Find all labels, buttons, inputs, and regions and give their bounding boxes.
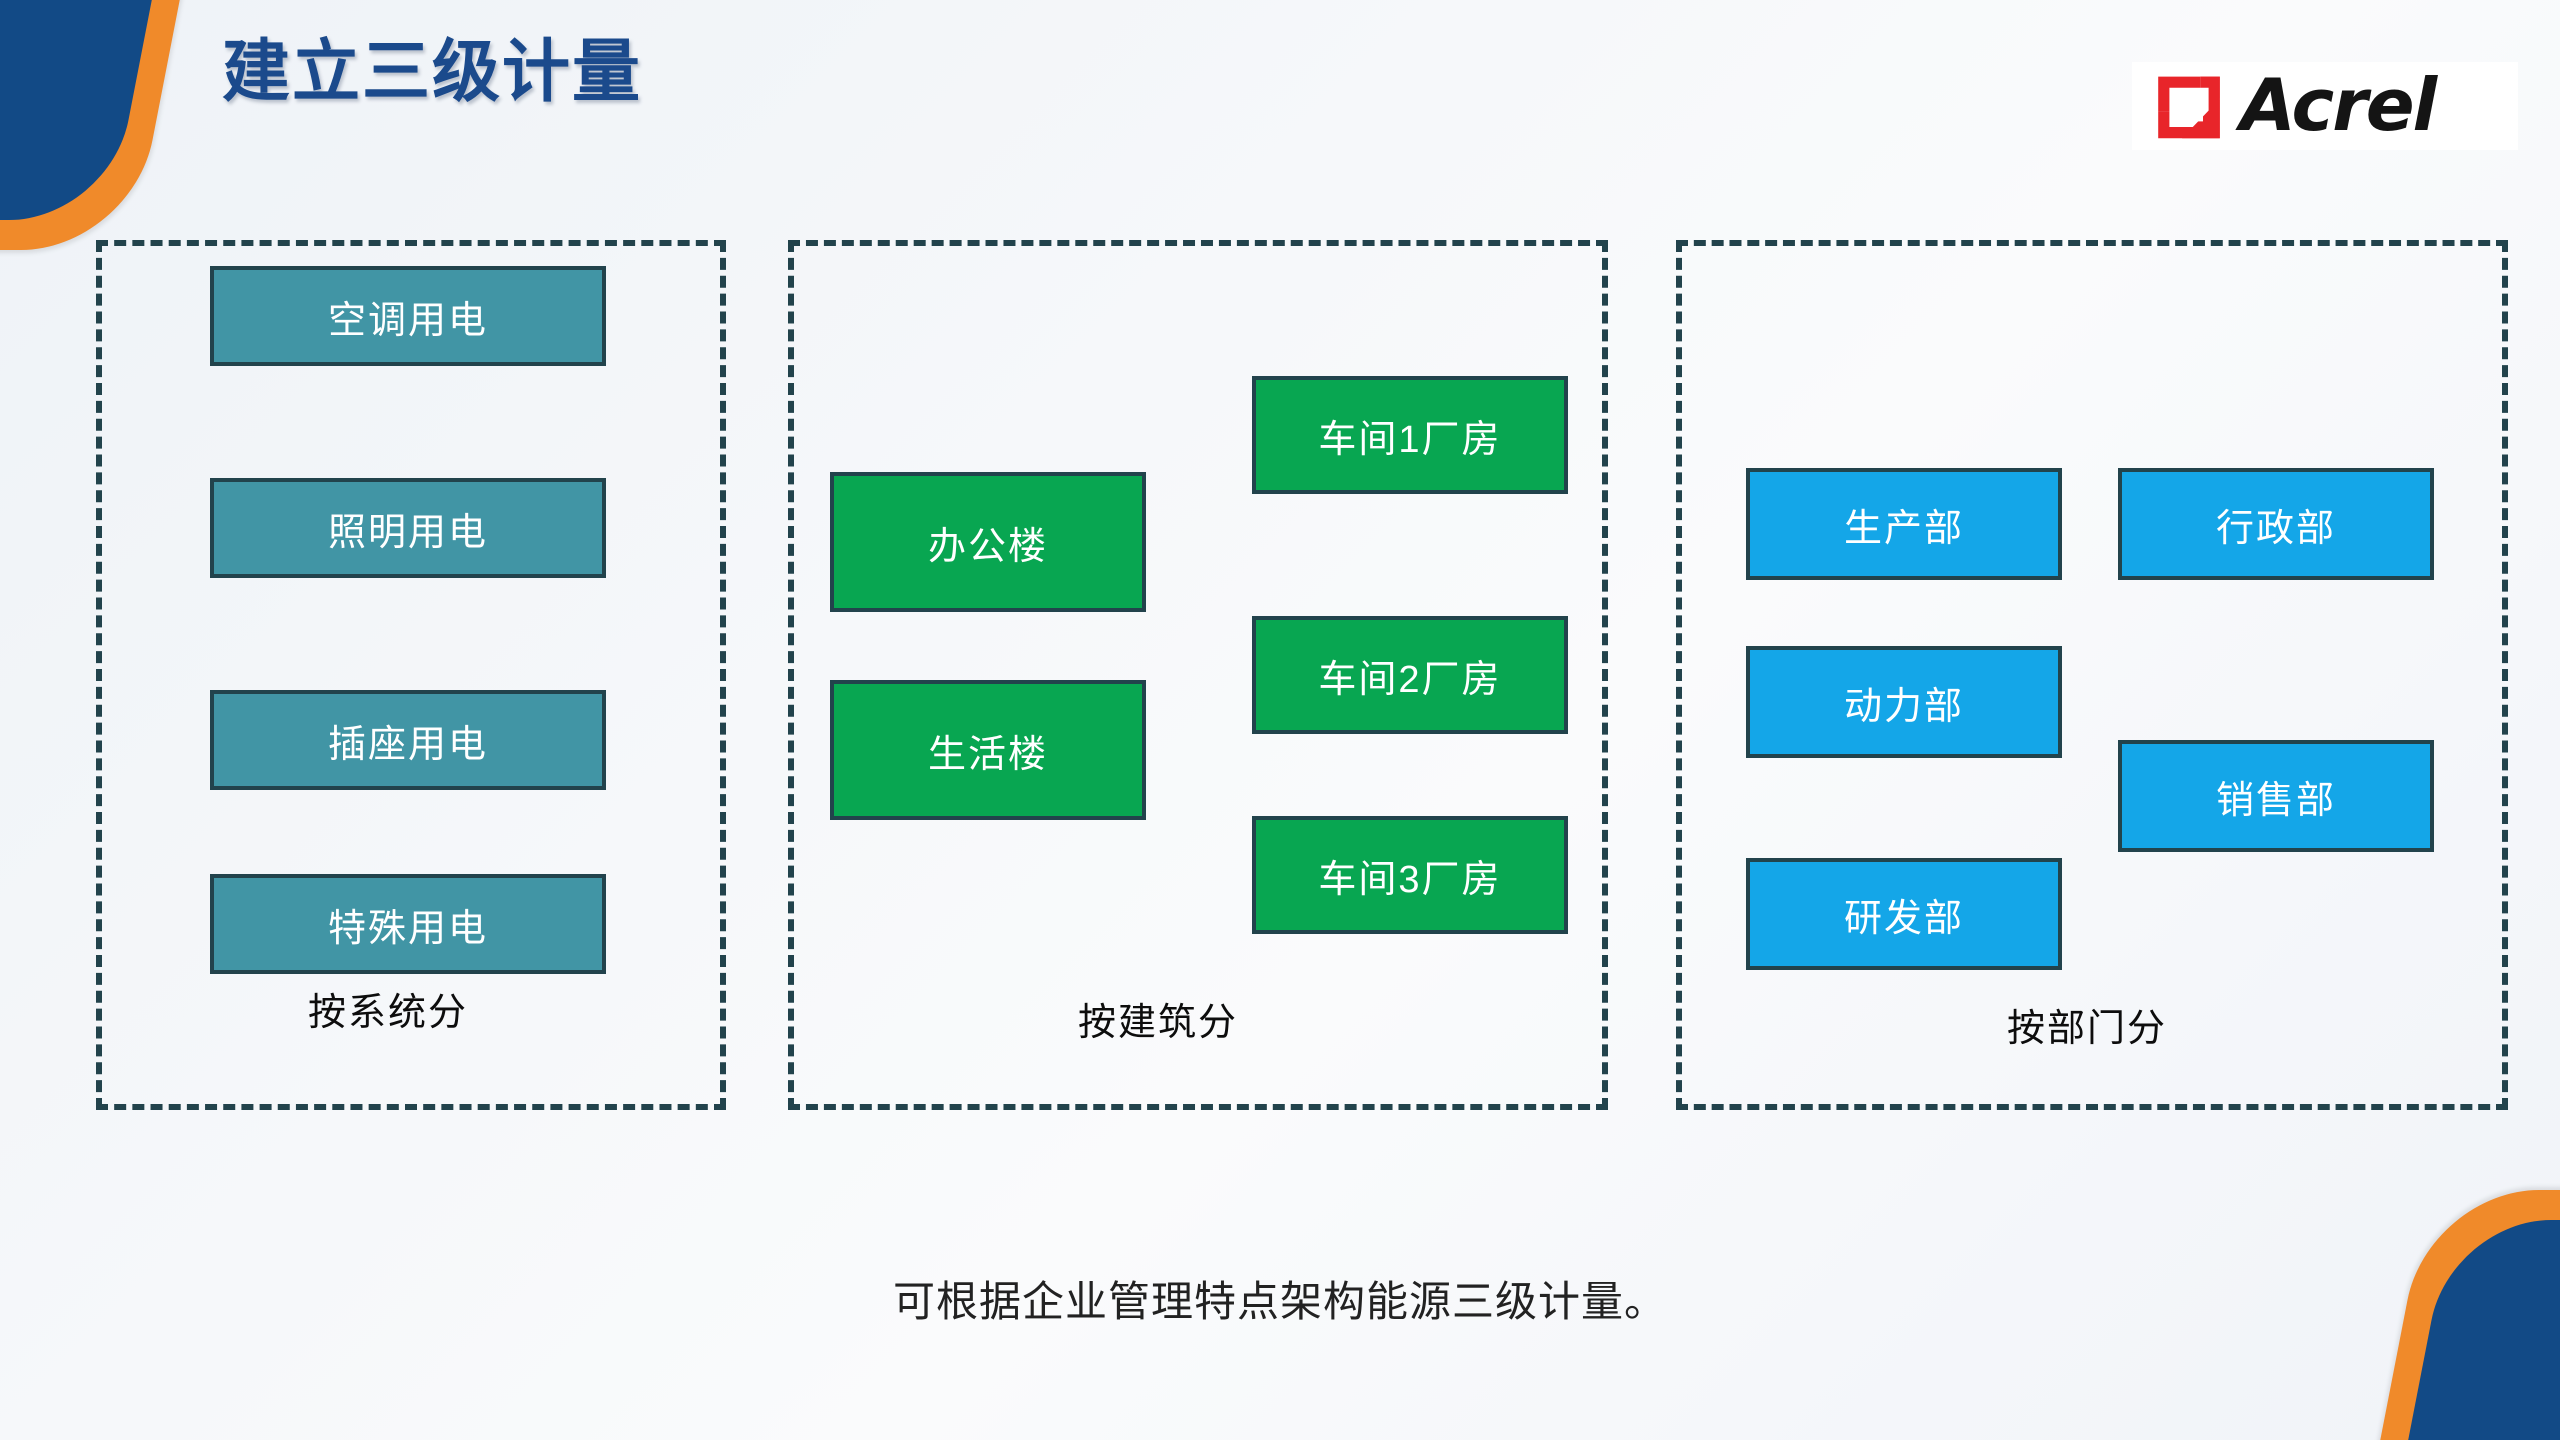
node-special-power[interactable]: 特殊用电 [210, 874, 606, 974]
node-workshop-3[interactable]: 车间3厂房 [1252, 816, 1568, 934]
acrel-square-icon [2158, 76, 2220, 139]
group-by-department: 生产部 动力部 研发部 行政部 销售部 按部门分 [1676, 240, 2508, 1110]
group-by-system: 空调用电 照明用电 插座用电 特殊用电 按系统分 [96, 240, 726, 1110]
group-by-building: 办公楼 生活楼 车间1厂房 车间2厂房 车间3厂房 按建筑分 [788, 240, 1608, 1110]
node-administration-dept[interactable]: 行政部 [2118, 468, 2434, 580]
node-lighting-power[interactable]: 照明用电 [210, 478, 606, 578]
brand-logo: Acrel [2132, 62, 2518, 150]
brand-wordmark: Acrel [2240, 63, 2437, 148]
group-label-by-department: 按部门分 [2006, 1008, 2167, 1050]
node-air-conditioning-power[interactable]: 空调用电 [210, 266, 606, 366]
page-title: 建立三级计量 [222, 34, 643, 110]
node-workshop-2[interactable]: 车间2厂房 [1252, 616, 1568, 734]
node-production-dept[interactable]: 生产部 [1746, 468, 2062, 580]
node-socket-power[interactable]: 插座用电 [210, 690, 606, 790]
node-power-dept[interactable]: 动力部 [1746, 646, 2062, 758]
node-rnd-dept[interactable]: 研发部 [1746, 858, 2062, 970]
node-sales-dept[interactable]: 销售部 [2118, 740, 2434, 852]
group-label-by-building: 按建筑分 [1077, 1002, 1238, 1044]
node-office-building[interactable]: 办公楼 [830, 472, 1146, 612]
node-living-building[interactable]: 生活楼 [830, 680, 1146, 820]
group-label-by-system: 按系统分 [307, 992, 468, 1034]
node-workshop-1[interactable]: 车间1厂房 [1252, 376, 1568, 494]
slide-caption: 可根据企业管理特点架构能源三级计量。 [892, 1278, 1667, 1325]
